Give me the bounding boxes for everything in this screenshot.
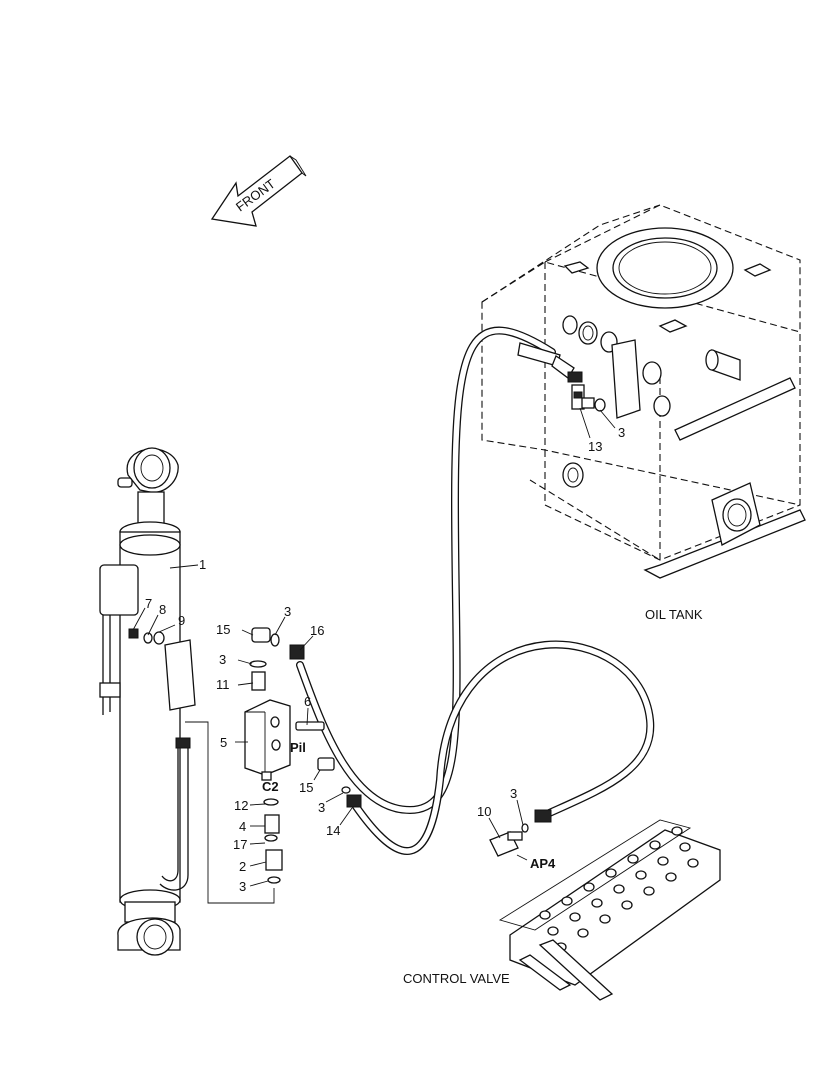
return-hose <box>296 326 556 815</box>
part-label-17: 17 <box>233 837 247 852</box>
part-label-7: 7 <box>145 596 152 611</box>
part-label-14: 14 <box>326 823 340 838</box>
part-label-10: 10 <box>477 804 491 819</box>
control-valve-port <box>561 896 573 906</box>
control-valve-port <box>679 842 691 852</box>
control-valve-port <box>583 882 595 892</box>
control-valve-caption: CONTROL VALVE <box>403 971 510 986</box>
part-label-3: 3 <box>219 652 226 667</box>
part-label-5: 5 <box>220 735 227 750</box>
control-valve <box>498 819 721 1001</box>
part-label-3: 3 <box>284 604 291 619</box>
control-valve-port <box>621 900 633 910</box>
oil-tank-caption: OIL TANK <box>645 607 703 622</box>
part-label-12: 12 <box>234 798 248 813</box>
part-label-2: 2 <box>239 859 246 874</box>
control-valve-port <box>613 884 625 894</box>
part-label-13: 13 <box>588 439 602 454</box>
control-valve-port <box>665 872 677 882</box>
front-direction-arrow: FRONT <box>210 155 307 227</box>
part-label-3: 3 <box>618 425 625 440</box>
control-valve-port <box>657 856 669 866</box>
control-valve-port <box>687 858 699 868</box>
captions: OIL TANK CONTROL VALVE <box>403 607 703 986</box>
pilot-hose <box>351 640 655 855</box>
part-label-6: 6 <box>304 694 311 709</box>
part-label-8: 8 <box>159 602 166 617</box>
valve-block <box>244 699 291 781</box>
control-valve-port <box>671 826 683 836</box>
valve-fittings <box>185 627 362 904</box>
control-valve-port <box>643 886 655 896</box>
control-valve-port <box>539 910 551 920</box>
mounting-bolt-set <box>128 628 165 645</box>
port-labels: Pil C2 AP4 <box>262 740 556 871</box>
control-valve-port <box>605 868 617 878</box>
control-valve-port <box>547 926 559 936</box>
part-label-1: 1 <box>199 557 206 572</box>
control-valve-port <box>649 840 661 850</box>
part-label-9: 9 <box>178 613 185 628</box>
tank-elbow-fitting <box>571 384 606 412</box>
leader-lines <box>132 407 616 887</box>
control-valve-port <box>569 912 581 922</box>
hoses <box>296 326 655 855</box>
control-valve-port <box>591 898 603 908</box>
part-label-15: 15 <box>299 780 313 795</box>
port-label-pil: Pil <box>290 740 306 755</box>
control-valve-port <box>577 928 589 938</box>
part-label-11: 11 <box>216 677 230 692</box>
control-valve-port <box>635 870 647 880</box>
part-number-labels: 1 7 8 9 15 3 16 3 11 6 5 15 3 14 12 4 17… <box>145 425 625 894</box>
oil-tank <box>481 204 806 579</box>
control-valve-port <box>627 854 639 864</box>
port-label-c2: C2 <box>262 779 279 794</box>
hydraulic-cylinder <box>99 447 196 956</box>
part-label-3: 3 <box>510 786 517 801</box>
fitting-10 <box>489 809 552 857</box>
part-label-16: 16 <box>310 623 324 638</box>
part-label-3: 3 <box>239 879 246 894</box>
control-valve-port <box>599 914 611 924</box>
part-label-4: 4 <box>239 819 246 834</box>
part-label-15: 15 <box>216 622 230 637</box>
part-label-3: 3 <box>318 800 325 815</box>
port-label-ap4: AP4 <box>530 856 556 871</box>
